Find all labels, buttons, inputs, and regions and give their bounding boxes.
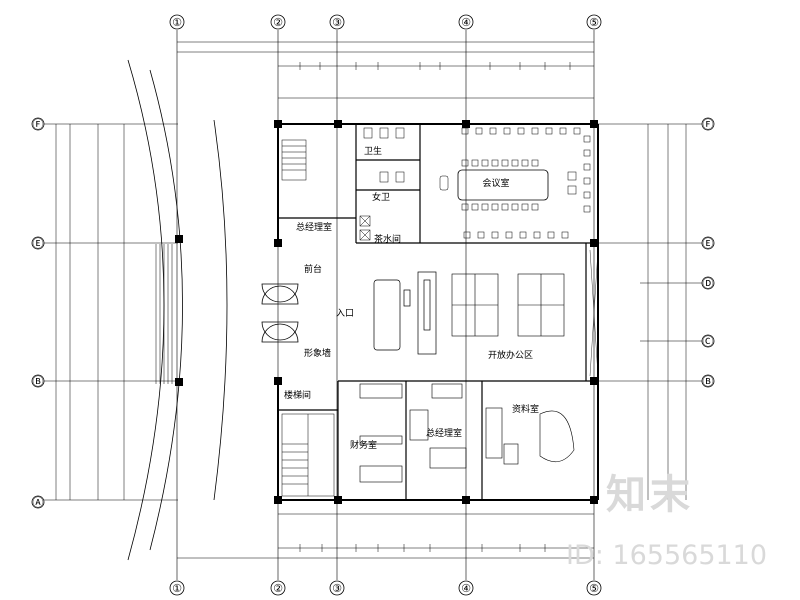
room-label-toilet-top: 卫生 bbox=[364, 145, 382, 157]
axis-bubbles-top bbox=[169, 14, 602, 30]
axis-label-4-bottom: ④ bbox=[461, 582, 471, 595]
dimension-lines-top bbox=[177, 41, 594, 99]
axis-labels-top: ① ② ③ ④ ⑤ bbox=[172, 16, 599, 29]
axis-label-a-left: Ⓐ bbox=[33, 496, 44, 509]
dimension-ticks-bottom bbox=[299, 544, 546, 552]
meeting-table bbox=[457, 169, 549, 201]
axis-label-d-right: Ⓓ bbox=[703, 277, 714, 290]
entrance-steps bbox=[155, 244, 173, 384]
entrance-doors bbox=[261, 283, 299, 343]
watermark-id: ID: 165565110 bbox=[566, 540, 768, 571]
room-label-reception: 入口 bbox=[336, 308, 354, 319]
axis-label-2-bottom: ② bbox=[273, 582, 283, 595]
watermark-logo: 知末 bbox=[606, 472, 694, 518]
dimension-ticks-top bbox=[299, 62, 571, 70]
column-left-bottom bbox=[175, 378, 183, 386]
bottom-rooms-furniture bbox=[359, 383, 575, 483]
meeting-chairs bbox=[439, 127, 591, 239]
axis-label-f-left: Ⓕ bbox=[33, 118, 44, 131]
room-label-gm-office: 总经理室 bbox=[426, 427, 462, 439]
open-office-desks bbox=[451, 273, 565, 337]
stair-top bbox=[281, 139, 307, 181]
right-window-strip bbox=[589, 249, 599, 377]
axis-label-1: ① bbox=[172, 16, 182, 29]
axis-label-4: ④ bbox=[461, 16, 471, 29]
axis-bubbles-left bbox=[31, 117, 45, 509]
axis-labels-bottom: ① ② ③ ④ ⑤ bbox=[172, 582, 599, 595]
room-label-tea: 茶水间 bbox=[374, 233, 401, 245]
reception-desk bbox=[373, 271, 437, 355]
axis-labels-left: Ⓕ Ⓔ Ⓑ Ⓐ bbox=[33, 118, 44, 509]
dimension-lines-left bbox=[55, 124, 125, 500]
axis-label-1-bottom: ① bbox=[172, 582, 182, 595]
axis-label-3-bottom: ③ bbox=[332, 582, 342, 595]
room-label-storage: 资料室 bbox=[512, 403, 539, 415]
axis-label-e-right: Ⓔ bbox=[703, 237, 714, 250]
room-label-finance: 财务室 bbox=[350, 439, 377, 451]
room-label-open-office: 开放办公区 bbox=[488, 349, 533, 361]
room-label-toilet-mid: 女卫 bbox=[372, 191, 390, 203]
toilet-fixtures bbox=[359, 127, 405, 241]
axis-label-3: ③ bbox=[332, 16, 342, 29]
axis-label-5: ⑤ bbox=[589, 16, 599, 29]
axis-label-e-left: Ⓔ bbox=[33, 237, 44, 250]
column-left-top bbox=[175, 235, 183, 243]
axis-labels-right: Ⓕ Ⓔ Ⓓ Ⓒ Ⓑ bbox=[703, 118, 714, 388]
room-label-manager-office: 总经理室 bbox=[296, 221, 332, 233]
dimension-lines-bottom bbox=[177, 513, 594, 559]
axis-label-c-right: Ⓒ bbox=[703, 335, 714, 348]
stair-bottom bbox=[281, 413, 335, 497]
axis-label-2: ② bbox=[273, 16, 283, 29]
axis-bubbles-bottom bbox=[169, 580, 602, 596]
dimension-lines-right bbox=[647, 124, 687, 500]
outer-walls bbox=[277, 123, 599, 501]
interior-walls bbox=[278, 124, 598, 500]
room-label-meeting: 会议室 bbox=[482, 177, 509, 189]
axis-label-5-bottom: ⑤ bbox=[589, 582, 599, 595]
horizontal-axis-lines bbox=[40, 123, 708, 501]
room-labels: 会议室 卫生 女卫 茶水间 总经理室 入口 开放办公区 财务室 总经理室 资料室… bbox=[284, 145, 539, 451]
axis-label-b-right: Ⓑ bbox=[703, 375, 714, 388]
room-label-front-desk: 前台 bbox=[304, 263, 322, 275]
axis-label-f-right: Ⓕ bbox=[703, 118, 714, 131]
curved-facade bbox=[127, 59, 228, 561]
room-label-lobby-sign: 形象墙 bbox=[304, 347, 331, 359]
axis-bubbles-right bbox=[701, 117, 715, 388]
axis-label-b-left: Ⓑ bbox=[33, 375, 44, 388]
room-label-staircase: 楼梯间 bbox=[284, 389, 311, 401]
